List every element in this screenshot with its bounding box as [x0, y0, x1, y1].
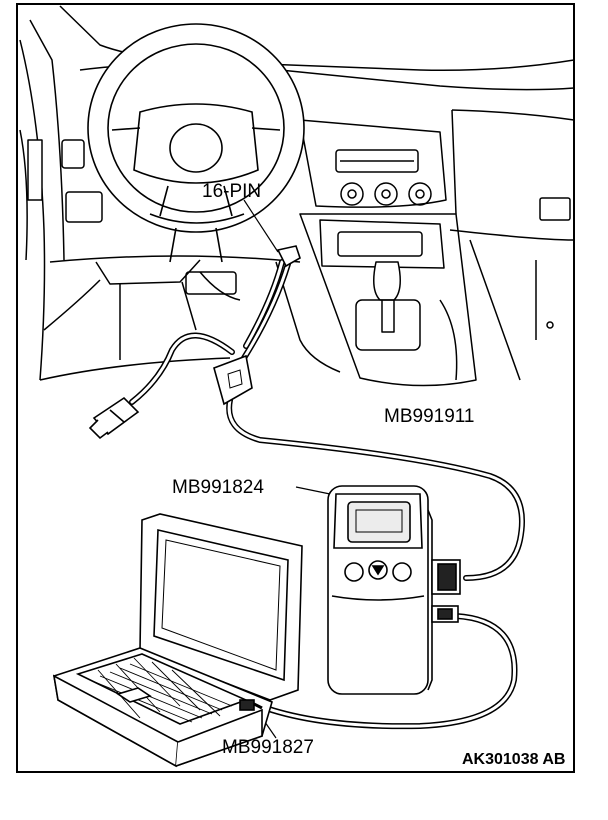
steering-wheel — [87, 23, 305, 263]
label-16-pin: 16-PIN — [202, 181, 262, 202]
label-mb991911: MB991911 — [384, 406, 475, 427]
cables — [129, 259, 525, 730]
laptop-pc — [52, 513, 303, 768]
scan-tool-screen — [347, 501, 411, 543]
loose-connector — [88, 396, 140, 440]
laptop-screen — [153, 529, 289, 682]
tool-leader — [295, 486, 331, 495]
obd-connector — [276, 245, 301, 268]
y-cable-junction — [213, 354, 253, 406]
label-mb991824: MB991824 — [172, 477, 264, 498]
laptop-trackpad — [116, 687, 152, 703]
label-mb991827: MB991827 — [222, 737, 314, 758]
esc-button — [344, 562, 364, 582]
scan-tool-device — [327, 485, 461, 695]
enter-button — [392, 562, 412, 582]
figure-code: AK301038 AB — [462, 751, 566, 768]
pin-leader — [243, 199, 279, 253]
